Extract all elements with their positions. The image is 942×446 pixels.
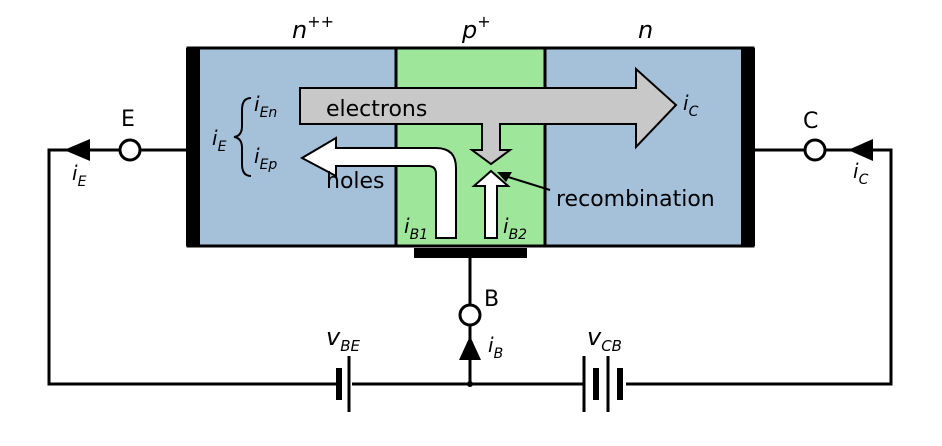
vbe-battery xyxy=(336,356,351,412)
ien-label: iEn xyxy=(254,92,277,121)
ib-label: iB xyxy=(488,333,503,362)
base-junction-dot xyxy=(467,381,473,387)
ib2-label: iB2 xyxy=(503,214,527,243)
vbe-label: vBE xyxy=(326,323,360,355)
iep-label: iEp xyxy=(254,144,277,173)
base-region-label: p+ xyxy=(461,12,491,44)
holes-label: holes xyxy=(326,169,385,194)
base-terminal xyxy=(458,303,482,327)
base-terminal-label: B xyxy=(484,287,499,312)
emitter-terminal-label: E xyxy=(121,107,135,132)
electron-flow-arrow xyxy=(299,66,678,166)
collector-current-arrow xyxy=(848,139,873,161)
ic-outer-label: iC xyxy=(853,159,869,188)
emitter-current-arrow xyxy=(64,139,90,161)
collector-contact xyxy=(741,48,755,246)
collector-region-label: n xyxy=(638,16,653,44)
vcb-label: vCB xyxy=(587,323,622,355)
ie-inner-label: iE xyxy=(212,126,227,155)
recombination-arrow xyxy=(471,169,511,239)
recombination-pointer-head xyxy=(497,172,512,182)
emitter-terminal xyxy=(118,138,142,162)
emitter-contact xyxy=(186,48,200,246)
emitter-current-brace xyxy=(233,97,252,177)
ic-inner-label: iC xyxy=(683,91,699,120)
hole-flow-arrow xyxy=(299,136,457,239)
vcb-battery xyxy=(582,356,623,412)
ib1-label: iB1 xyxy=(404,214,428,243)
base-current-arrow xyxy=(459,336,481,360)
electrons-label: electrons xyxy=(326,97,427,122)
collector-region xyxy=(545,48,753,246)
ie-outer-label: iE xyxy=(72,161,87,190)
emitter-region-label: n++ xyxy=(292,12,334,44)
recombination-label: recombination xyxy=(556,187,715,212)
recombination-pointer xyxy=(504,175,551,191)
collector-terminal xyxy=(803,138,827,162)
collector-terminal-label: C xyxy=(803,109,818,134)
base-contact xyxy=(414,248,527,258)
